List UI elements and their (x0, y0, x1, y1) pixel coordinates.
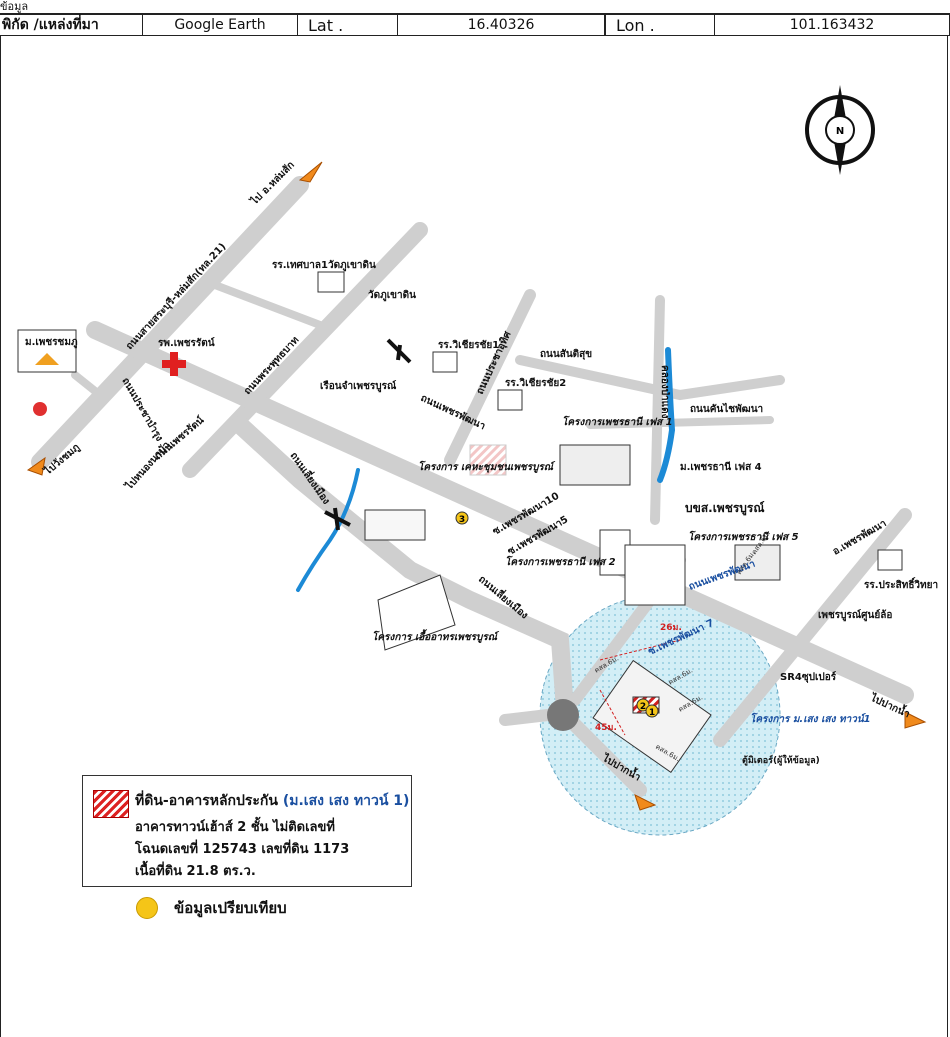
comparison-marker-icon (455, 511, 469, 525)
label-road-prachabamrung: ถนนประชาบำรุง (119, 376, 165, 444)
label-school-wichianchai2: รร.วิเชียรชัย2 (505, 377, 566, 389)
svg-text:1: 1 (649, 708, 655, 718)
label-proj-market: โครงการ เคหะชุมชนเพชรบูรณ์ (418, 460, 556, 473)
label-dist-45: 45ม. (595, 723, 617, 733)
comparison-marker-icon (636, 698, 650, 712)
legend-box: ที่ดิน-อาคารหลักประกัน (ม.เสง เสง ทาวน์ … (82, 775, 412, 887)
label-road-saraburi-lomsak: ถนนสายสระบุรี-หล่มสัก(ทล.21) (123, 241, 228, 352)
coord-source-label: พิกัด /แหล่งที่มา (0, 14, 143, 36)
label-proj-phet1: โครงการเพชรธานี เฟส 1 (562, 415, 673, 428)
road-east-branch (713, 508, 912, 747)
bridge-icon (324, 338, 412, 531)
comparison-legend: ข้อมูลเปรียบเทียบ (136, 896, 287, 920)
road-santisuk (515, 355, 785, 401)
svg-text:2: 2 (640, 702, 646, 712)
top-strip: ข้อมูล (0, 0, 950, 14)
compass-north-label: N (836, 126, 844, 137)
lon-label: Lon . (605, 14, 715, 36)
label-sr4-super: SR4ซุปเปอร์ (780, 671, 837, 683)
legend-line-deed: โฉนดเลขที่ 125743 เลขที่ดิน 1173 (135, 842, 350, 857)
lat-value: 16.40326 (398, 14, 605, 36)
label-dist-26: 26ม. (660, 623, 682, 633)
label-proj-phet5: โครงการเพชรธานี เฟส 5 (688, 530, 799, 543)
label-school-prasit: รร.ประสิทธิ์วิทยา (864, 577, 938, 591)
comparison-marker-icon (645, 704, 659, 718)
coord-source-value: Google Earth (143, 14, 298, 36)
comparison-markers: 3 2 1 (455, 511, 659, 718)
map-frame (0, 36, 948, 1037)
label-meter-box: ตู้มิเตอร์(ผู้ให้ข้อมูล) (742, 754, 820, 766)
road-to-paknam-south (558, 708, 647, 797)
label-bor-kor-sor: บขส.เพชรบูรณ์ (685, 501, 765, 516)
label-proj-phet4: ม.เพชรธานี เฟส 4 (680, 461, 762, 473)
svg-text:3: 3 (459, 515, 465, 525)
compass-icon: N (805, 85, 875, 175)
canal-west (296, 468, 360, 592)
road-highway-21 (31, 176, 309, 471)
label-temple-khaotin: วัดภูเขาดิน (368, 289, 416, 302)
road-phraputtabat (182, 222, 428, 478)
top-strip-text: ข้อมูล (0, 0, 29, 13)
legend-line-building: อาคารทาวน์เฮ้าส์ 2 ชั้น ไม่ติดเลขที่ (135, 820, 335, 835)
direction-arrows (26, 161, 927, 811)
label-road-santisuk: ถนนสันติสุข (540, 348, 592, 360)
arrow-to-paknam-east-icon (904, 711, 927, 729)
roundabout (547, 699, 579, 731)
collateral-swatch (93, 790, 129, 818)
comparison-dot-icon (136, 897, 158, 919)
label-to-nongnabua: ไปหนองนาบัว (122, 438, 173, 492)
road-phetphatthana-main (86, 321, 914, 704)
gas-station-icon (33, 402, 47, 416)
label-school-khaotin: รร.เทศบาล1วัดภูเขาดิน (272, 259, 376, 272)
hospital-icon (162, 352, 186, 376)
label-hospital-phetcharat: รพ.เพชรรัตน์ (158, 337, 215, 349)
road-lomsak-spur (211, 281, 324, 329)
label-school-wichianchai1: รร.วิเชียรชัย1 (438, 339, 499, 351)
road-network (31, 176, 914, 797)
coordinate-header: พิกัด /แหล่งที่มา Google Earth Lat . 16.… (0, 0, 950, 40)
legend-line-area: เนื้อที่ดิน 21.8 ตร.ว. (135, 864, 256, 879)
label-seng-project: โครงการ ม.เสง เสง ทาวน์1 (750, 712, 871, 725)
arrow-to-paknam-south-icon (634, 794, 657, 811)
housing-icon (17, 329, 77, 373)
school-icons (317, 271, 903, 571)
distance-line-45m (599, 689, 626, 736)
distance-line-26m (599, 639, 681, 661)
label-road-talad: ถนนคันไชพัฒนา (690, 402, 763, 415)
road-prachabamrung (444, 289, 536, 466)
road-canal-side (650, 295, 665, 525)
road-talad (586, 416, 774, 429)
label-housing-phetchamoo: ม.เพชรชมภู (25, 337, 78, 349)
road-roundabout-west (499, 709, 554, 726)
lat-label: Lat . (298, 14, 398, 36)
label-proj-phet2: โครงการเพชรธานี เฟส 2 (505, 555, 616, 568)
arrow-to-lomsak-icon (298, 161, 323, 183)
label-proj-food: โครงการ เอื้ออาทรเพชรบูรณ์ (372, 629, 500, 643)
legend-title: ที่ดิน-อาคารหลักประกัน (ม.เสง เสง ทาวน์ … (135, 793, 410, 809)
label-prison: เรือนจำเพชรบูรณ์ (320, 380, 397, 393)
canal-north (657, 347, 676, 483)
label-mall: เพชรบูรณ์ศูนย์ล้อ (818, 609, 892, 622)
arrow-to-wangchomphu-icon (26, 456, 46, 476)
road-phetchamoo-spur (71, 371, 104, 399)
comparison-label: ข้อมูลเปรียบเทียบ (174, 899, 287, 917)
label-canal: คลองป่าแดง (659, 365, 671, 419)
